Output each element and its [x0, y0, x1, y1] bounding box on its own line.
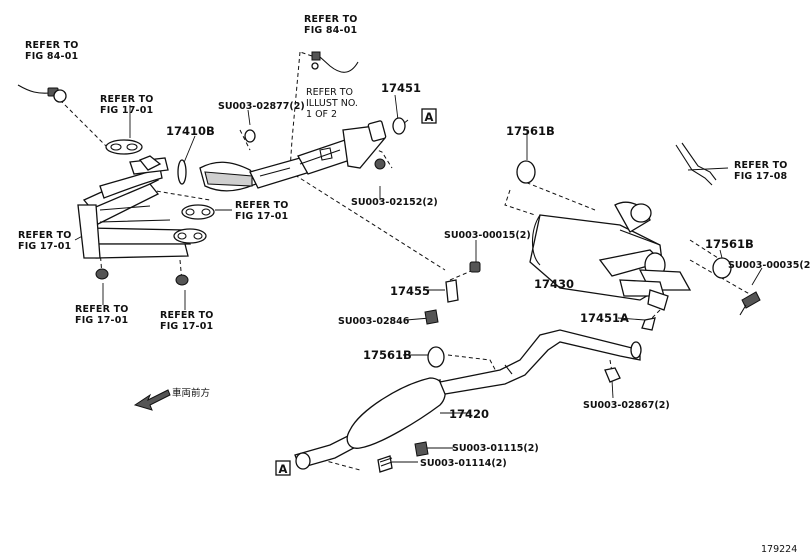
label-su-02846: SU003-02846: [338, 316, 410, 327]
figure-id: 179224: [761, 544, 797, 555]
label-su-02877: SU003-02877(2): [218, 101, 305, 112]
ref-84-01-left-l2: FIG 84-01: [25, 51, 78, 62]
bracket-17455: [424, 261, 481, 325]
label-17451: 17451: [381, 81, 421, 95]
center-pipe-17420: [294, 329, 642, 470]
ref-17-01-c-l2: FIG 17-01: [18, 241, 71, 252]
front-direction-arrow: [133, 389, 171, 411]
label-17561b-top: 17561B: [506, 124, 555, 138]
label-17451a: 17451A: [580, 311, 629, 325]
label-su-01114: SU003-01114(2): [420, 458, 507, 469]
hanger-17561b-mid: [427, 346, 445, 368]
ref-84-01-left-l1: REFER TO: [25, 40, 79, 51]
label-su-00015: SU003-00015(2): [444, 230, 531, 241]
o2-sensor-left: [17, 84, 67, 103]
ref-17-01-e-l2: FIG 17-01: [160, 321, 213, 332]
label-17561b-right: 17561B: [705, 237, 754, 251]
ref-84-01-top-l1: REFER TO: [304, 14, 358, 25]
ref-17-01-d-l1: REFER TO: [75, 304, 129, 315]
ref-17-01-a-l2: FIG 17-01: [100, 105, 153, 116]
refer-illust-l1: REFER TO: [306, 87, 353, 98]
connector-a-bottom-label: A: [279, 462, 288, 476]
ref-17-01-c-l1: REFER TO: [18, 230, 72, 241]
label-17430: 17430: [534, 277, 574, 291]
refer-illust-l2: ILLUST NO.: [306, 98, 358, 109]
tail-muffler: [516, 142, 761, 331]
label-su-02152: SU003-02152(2): [351, 197, 438, 208]
label-su-01115: SU003-01115(2): [452, 443, 539, 454]
text-labels: REFER TO FIG 84-01 REFER TO FIG 84-01 RE…: [18, 14, 811, 555]
ref-17-08-l2: FIG 17-08: [734, 171, 788, 182]
connector-a-top-label: A: [425, 110, 434, 124]
front-pipe-catalyst: [199, 120, 387, 192]
exhaust-manifold: [77, 139, 215, 286]
label-17455: 17455: [390, 284, 430, 298]
nut-02867: [604, 367, 621, 383]
label-17420: 17420: [449, 407, 489, 421]
refer-illust-l3: 1 OF 2: [306, 109, 337, 120]
ref-17-01-e-l1: REFER TO: [160, 310, 214, 321]
ref-17-08-l1: REFER TO: [734, 160, 788, 171]
label-17410b: 17410B: [166, 124, 215, 138]
ref-17-01-d-l2: FIG 17-01: [75, 315, 128, 326]
label-su-00035: SU003-00035(2): [728, 260, 811, 271]
front-label: 車両前方: [172, 387, 210, 399]
ref-17-01-b-l1: REFER TO: [235, 200, 289, 211]
label-17561b-mid: 17561B: [363, 348, 412, 362]
o2-sensor-top: [311, 51, 359, 73]
ref-84-01-top-l2: FIG 84-01: [304, 25, 357, 36]
bolts-center: [377, 441, 429, 473]
label-su-02867: SU003-02867(2): [583, 400, 670, 411]
connector-a-bottom: A: [275, 460, 291, 476]
ref-17-01-a-l1: REFER TO: [100, 94, 154, 105]
connector-a-top: A: [421, 108, 437, 124]
gasket-17410b: [177, 159, 187, 185]
ref-17-01-b-l2: FIG 17-01: [235, 211, 288, 222]
gasket-17451: [392, 117, 406, 135]
